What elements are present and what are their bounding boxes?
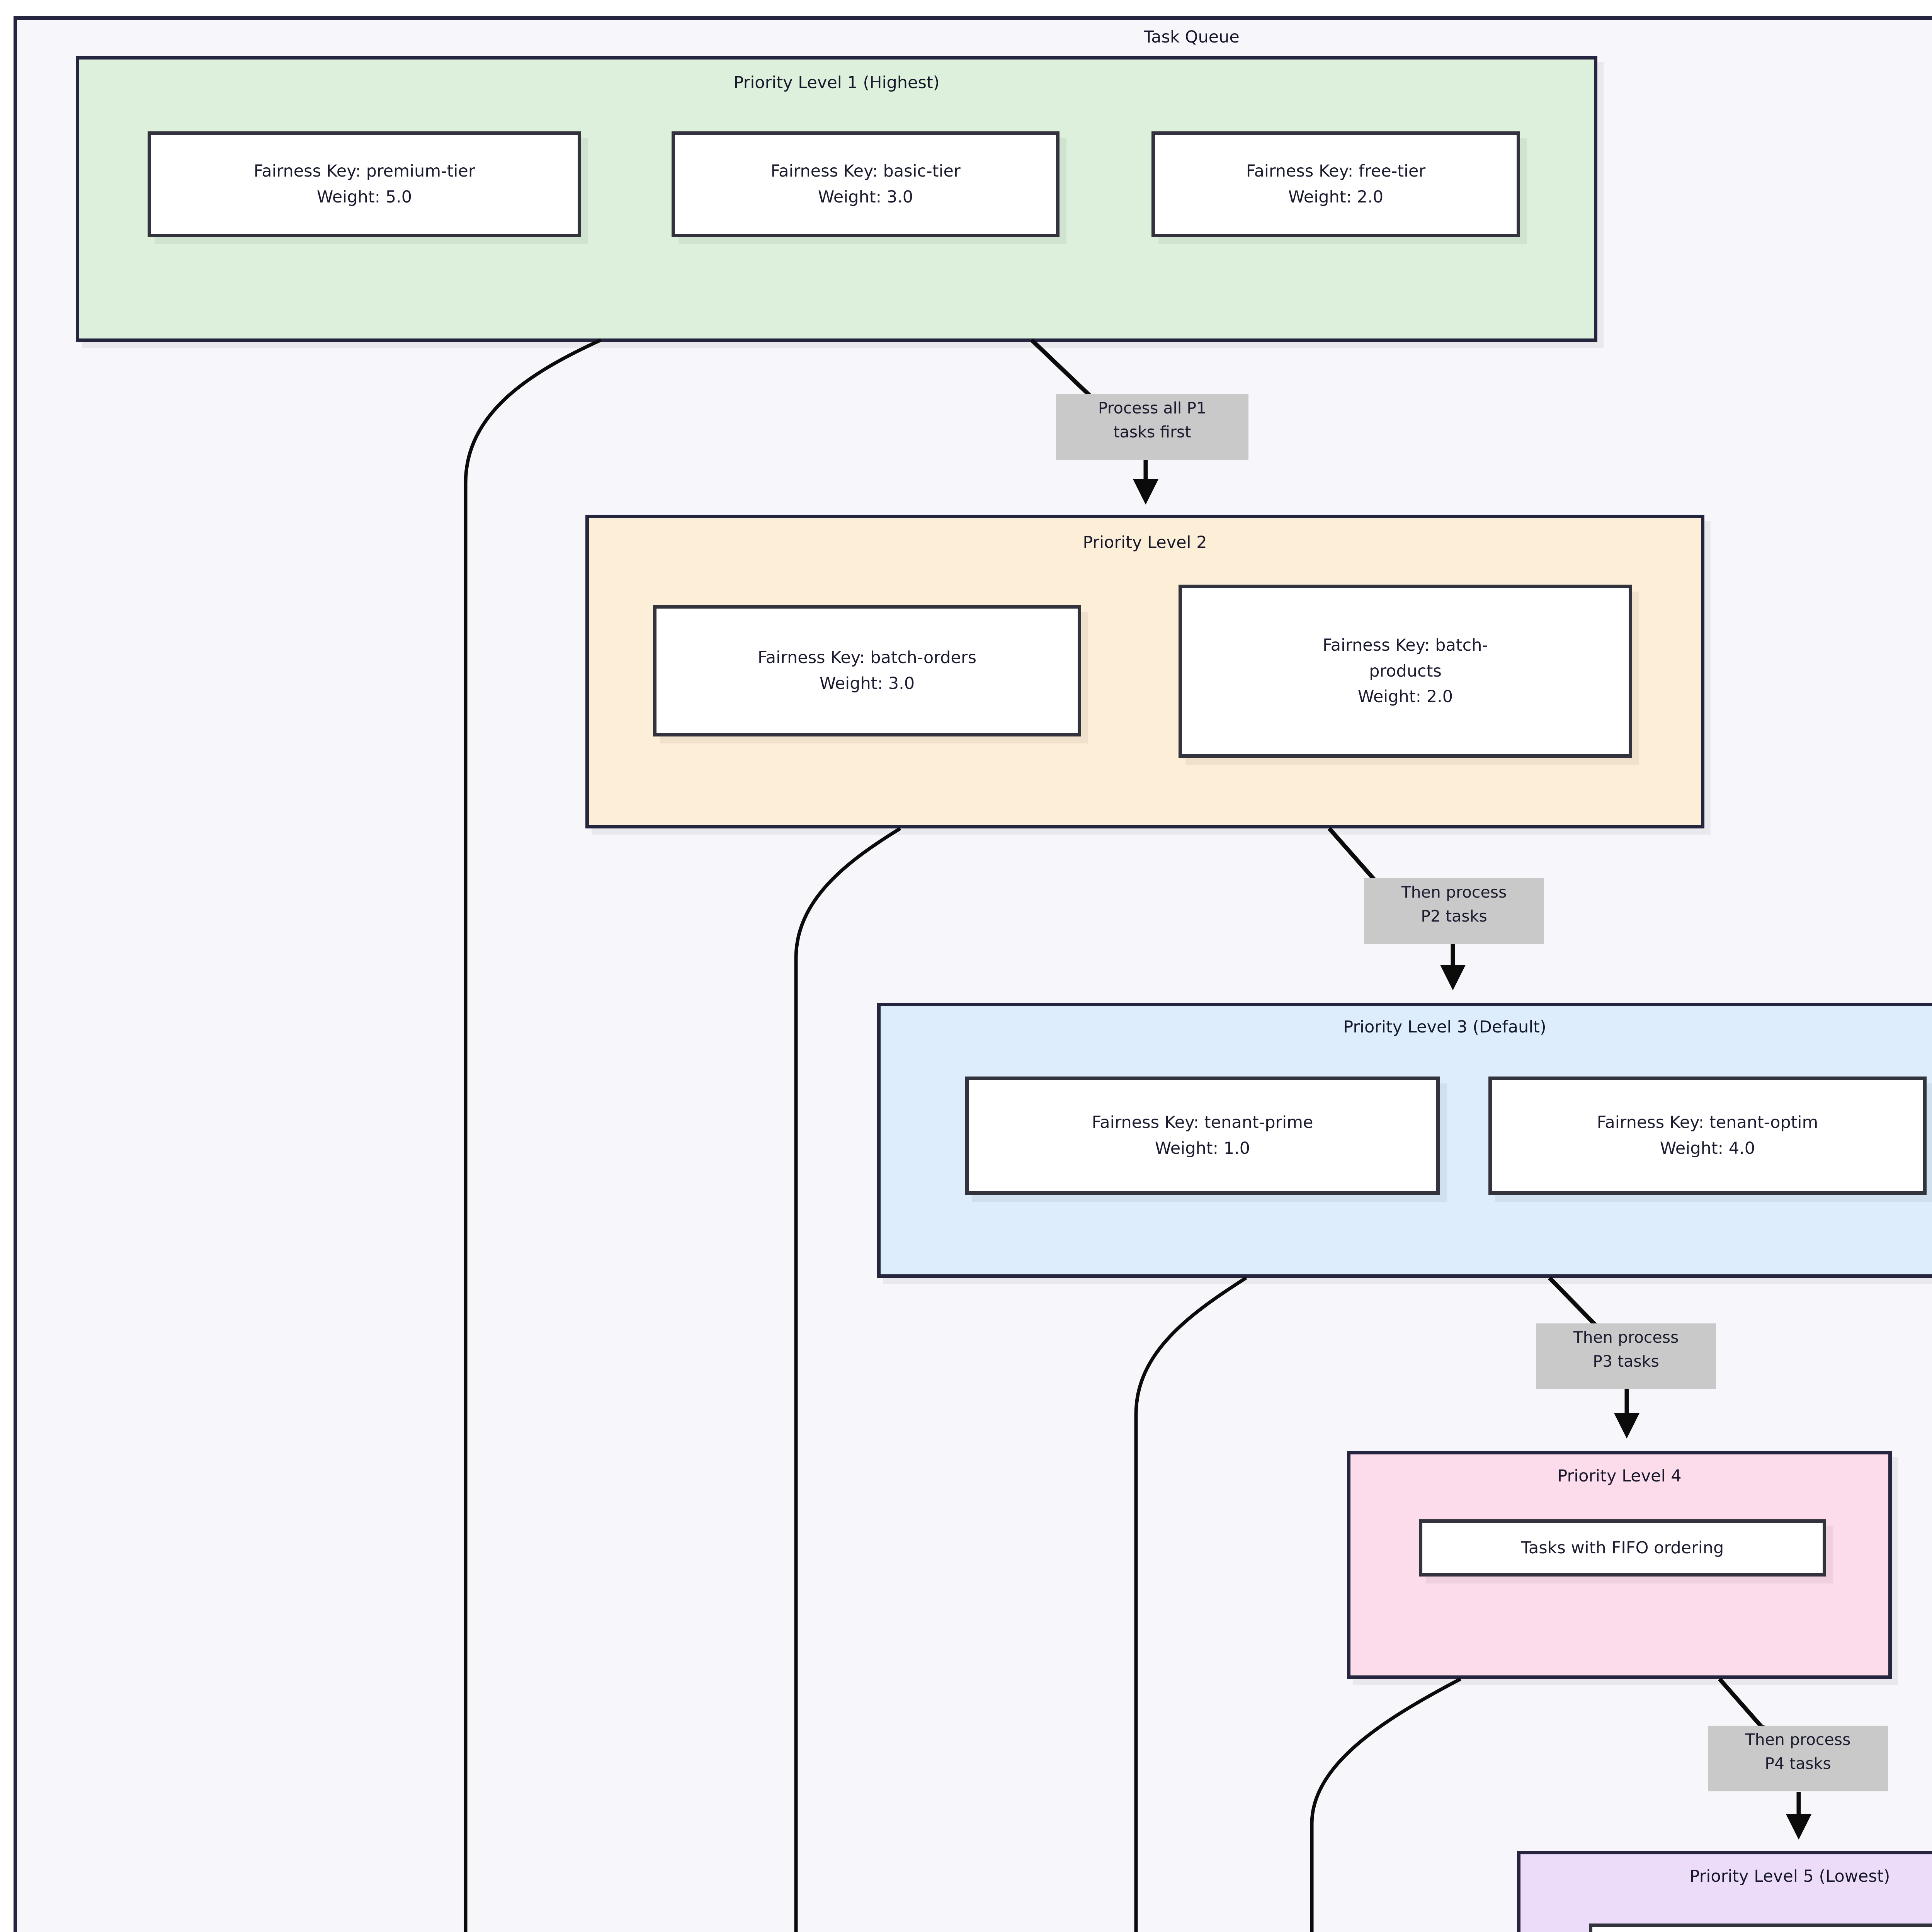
edge-label-p4-to-p5: Then process P4 tasks <box>1708 1726 1888 1791</box>
edge-label-line-2: P3 tasks <box>1593 1352 1659 1371</box>
edge-label-p1-to-p2: Process all P1 tasks first <box>1056 394 1248 460</box>
fairness-key-text: Fairness Key: premium-tier <box>253 162 475 181</box>
weight-text: Weight: 3.0 <box>819 674 915 693</box>
weight-text: Weight: 4.0 <box>1660 1139 1755 1158</box>
fairness-key-text-cont: products <box>1369 661 1442 681</box>
fairness-node-basic-tier[interactable]: Fairness Key: basic-tier Weight: 3.0 <box>672 131 1060 237</box>
weight-text: Weight: 3.0 <box>818 187 913 207</box>
fifo-node-p5[interactable]: Tasks with FIFO ordering <box>1589 1923 1932 1932</box>
weight-text: Weight: 1.0 <box>1155 1139 1250 1158</box>
weight-text: Weight: 2.0 <box>1288 187 1384 207</box>
edge-label-line-1: Process all P1 <box>1098 399 1207 417</box>
fairness-node-tenant-optim[interactable]: Fairness Key: tenant-optim Weight: 4.0 <box>1488 1077 1927 1195</box>
fairness-node-free-tier[interactable]: Fairness Key: free-tier Weight: 2.0 <box>1151 131 1520 237</box>
fifo-text: Tasks with FIFO ordering <box>1521 1538 1724 1558</box>
edge-label-line-2: P2 tasks <box>1421 906 1487 925</box>
fairness-key-text: Fairness Key: tenant-optim <box>1597 1113 1818 1133</box>
fairness-key-text: Fairness Key: free-tier <box>1246 162 1426 181</box>
edge-label-p2-to-p3: Then process P2 tasks <box>1364 878 1544 944</box>
fairness-key-text: Fairness Key: batch- <box>1322 636 1488 655</box>
fairness-key-text: Fairness Key: basic-tier <box>770 162 961 181</box>
edge-label-p3-to-p4: Then process P3 tasks <box>1536 1323 1716 1389</box>
fairness-node-batch-orders[interactable]: Fairness Key: batch-orders Weight: 3.0 <box>653 605 1081 736</box>
edge-label-line-1: Then process <box>1401 883 1507 901</box>
edge-label-line-2: P4 tasks <box>1765 1754 1831 1773</box>
fairness-node-premium-tier[interactable]: Fairness Key: premium-tier Weight: 5.0 <box>148 131 581 237</box>
fairness-node-batch-products[interactable]: Fairness Key: batch- products Weight: 2.… <box>1179 585 1632 758</box>
fairness-key-text: Fairness Key: batch-orders <box>758 648 976 668</box>
weight-text: Weight: 2.0 <box>1357 687 1453 707</box>
edge-label-line-2: tasks first <box>1113 422 1191 441</box>
fairness-key-text: Fairness Key: tenant-prime <box>1092 1113 1313 1133</box>
edge-label-line-1: Then process <box>1745 1730 1851 1749</box>
edge-label-line-1: Then process <box>1573 1328 1679 1347</box>
cluster-priority-level-5 <box>1517 1851 1932 1932</box>
fifo-node-p4[interactable]: Tasks with FIFO ordering <box>1419 1519 1826 1577</box>
weight-text: Weight: 5.0 <box>316 187 412 207</box>
fairness-node-tenant-prime[interactable]: Fairness Key: tenant-prime Weight: 1.0 <box>965 1077 1440 1195</box>
